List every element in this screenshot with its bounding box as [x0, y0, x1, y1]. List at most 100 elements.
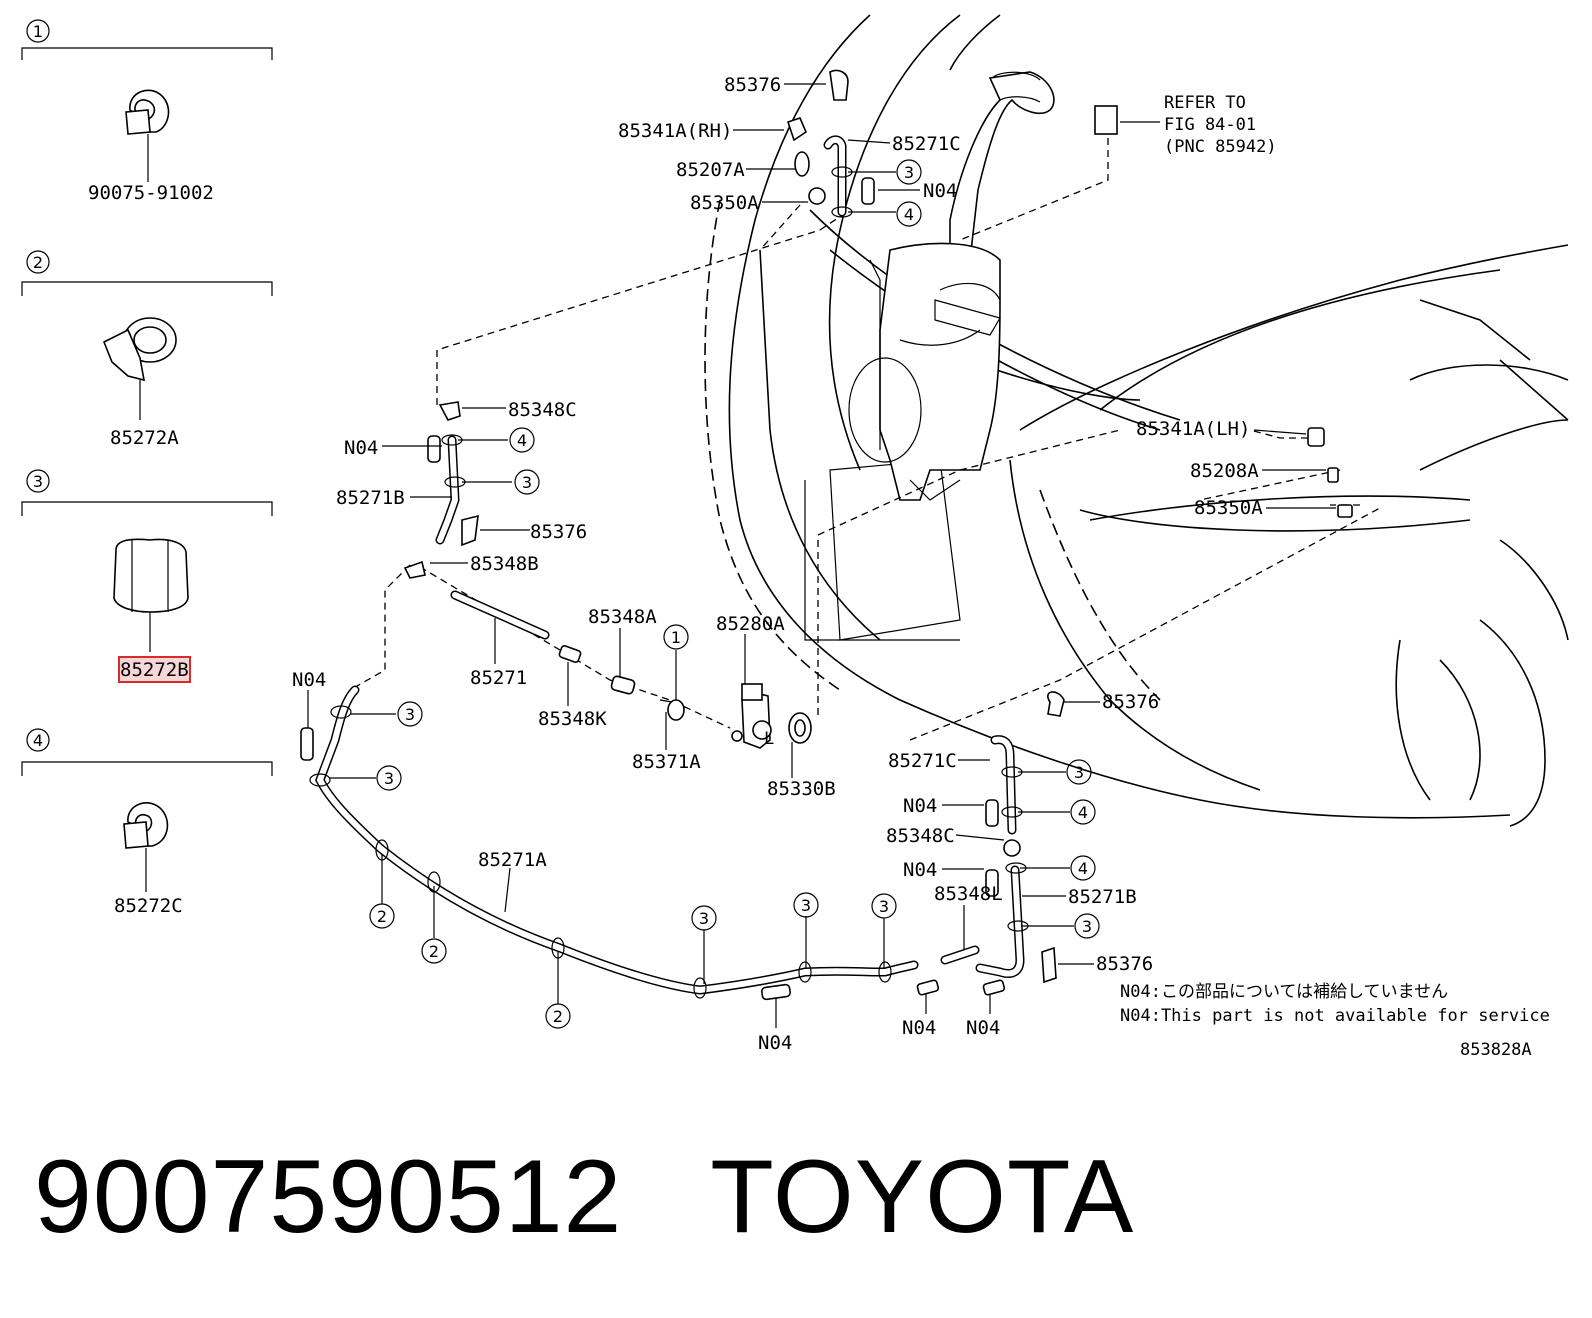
- service-notes: N04:この部品については補給していません N04:This part is n…: [1120, 982, 1550, 1060]
- svg-text:2: 2: [33, 253, 43, 272]
- label-85271C: 85271C: [888, 750, 957, 772]
- callout-3: 3: [896, 159, 922, 185]
- svg-text:4: 4: [33, 731, 43, 750]
- legend-part-90075-91002: 90075-91002: [88, 182, 214, 204]
- svg-text:3: 3: [904, 163, 914, 182]
- svg-text:3: 3: [1074, 763, 1084, 782]
- callouts: 3 4 4 3 1 3 3 2 2 2 3 3 3 3 4 4 3: [369, 159, 1100, 1029]
- callout-1: 1: [663, 624, 689, 650]
- svg-text:4: 4: [904, 205, 914, 224]
- note-japanese: N04:この部品については補給していません: [1120, 982, 1448, 1002]
- label-85271: 85271: [470, 667, 527, 689]
- part-labels: 85376 85341A(RH) 85207A 85350A 85271C N0…: [292, 74, 1277, 1054]
- svg-text:4: 4: [1078, 803, 1088, 822]
- vehicle-outline: [704, 14, 1569, 827]
- svg-text:2: 2: [429, 942, 439, 961]
- label-85271C: 85271C: [892, 133, 961, 155]
- label-85376: 85376: [530, 521, 587, 543]
- callout-3: 3: [871, 893, 897, 919]
- label-85330B: 85330B: [767, 778, 836, 800]
- refer-note-line1: REFER TO: [1164, 93, 1246, 113]
- label-85207A: 85207A: [676, 159, 745, 181]
- label-N04: N04: [292, 669, 326, 691]
- clip-2-icon: [102, 317, 177, 420]
- label-85348K: 85348K: [538, 708, 607, 730]
- hoses: [315, 135, 1025, 995]
- label-N04: N04: [758, 1032, 792, 1054]
- label-85350A: 85350A: [690, 192, 759, 214]
- callout-4: 4: [509, 427, 535, 453]
- label-85376: 85376: [724, 74, 781, 96]
- callout-4: 4: [1070, 799, 1096, 825]
- small-parts: L: [300, 69, 1353, 1001]
- label-N04: N04: [902, 1017, 936, 1039]
- footer-spacer: [622, 1139, 710, 1255]
- svg-text:3: 3: [801, 896, 811, 915]
- svg-text:1: 1: [33, 22, 43, 41]
- part-number: 9007590512: [34, 1139, 623, 1255]
- legend-part-85272A: 85272A: [110, 427, 179, 449]
- svg-text:4: 4: [517, 431, 527, 450]
- label-85348A: 85348A: [588, 606, 657, 628]
- label-85280A: 85280A: [716, 613, 785, 635]
- brand-name: TOYOTA: [710, 1139, 1135, 1255]
- svg-text:3: 3: [879, 897, 889, 916]
- refer-note-line2: FIG 84-01: [1164, 115, 1256, 135]
- label-85348L: 85348L: [934, 883, 1003, 905]
- legend-part-85272B: 85272B: [120, 659, 189, 681]
- diagram-id: 853828A: [1460, 1040, 1532, 1060]
- callout-3: 3: [691, 905, 717, 931]
- label-N04: N04: [344, 437, 378, 459]
- svg-text:3: 3: [1082, 917, 1092, 936]
- callout-2: 2: [369, 903, 395, 929]
- label-85348B: 85348B: [470, 553, 539, 575]
- svg-text:3: 3: [384, 769, 394, 788]
- svg-text:3: 3: [699, 909, 709, 928]
- callout-3: 3: [1074, 913, 1100, 939]
- clip-3-icon: [113, 538, 189, 652]
- svg-text:3: 3: [405, 705, 415, 724]
- label-85348C: 85348C: [508, 399, 577, 421]
- label-N04: N04: [903, 795, 937, 817]
- washer-tank: [848, 71, 1055, 501]
- callout-2: 2: [545, 1003, 571, 1029]
- svg-text:1: 1: [671, 628, 681, 647]
- pump-85280A: L: [731, 683, 774, 749]
- label-85208A: 85208A: [1190, 460, 1259, 482]
- callout-4: 4: [896, 201, 922, 227]
- label-85271B: 85271B: [336, 487, 405, 509]
- footer-title: 9007590512 TOYOTA: [34, 1138, 1134, 1257]
- svg-text:4: 4: [1078, 859, 1088, 878]
- label-85341A-LH: 85341A(LH): [1136, 418, 1250, 440]
- label-85371A: 85371A: [632, 751, 701, 773]
- refer-note-line3: (PNC 85942): [1164, 137, 1277, 157]
- cover-85376-top: [829, 69, 849, 101]
- svg-text:L: L: [764, 729, 774, 749]
- label-85350A: 85350A: [1194, 497, 1263, 519]
- note-english: N04:This part is not available for servi…: [1120, 1006, 1550, 1026]
- clip-4-icon: [123, 802, 169, 892]
- legend-part-85272C: 85272C: [114, 895, 183, 917]
- highlight-box: [118, 656, 191, 683]
- svg-text:2: 2: [377, 907, 387, 926]
- legend-item-4: 4 85272C: [21, 728, 273, 917]
- legend-item-2: 2 85272A: [21, 250, 273, 449]
- svg-text:3: 3: [33, 472, 43, 491]
- callout-2: 2: [421, 938, 447, 964]
- callout-3: 3: [1066, 759, 1092, 785]
- callout-3: 3: [793, 892, 819, 918]
- legend-item-3: 3 85272B: [21, 469, 273, 683]
- svg-text:2: 2: [553, 1007, 563, 1026]
- label-85348C: 85348C: [886, 825, 955, 847]
- svg-text:3: 3: [522, 473, 532, 492]
- callout-3: 3: [376, 765, 402, 791]
- label-85271B: 85271B: [1068, 886, 1137, 908]
- label-N04: N04: [966, 1017, 1000, 1039]
- label-85341A-RH: 85341A(RH): [618, 120, 732, 142]
- callout-3: 3: [514, 469, 540, 495]
- callout-4: 4: [1070, 855, 1096, 881]
- label-85271A: 85271A: [478, 849, 547, 871]
- legend-item-1: 1 90075-91002: [21, 19, 273, 204]
- label-N04: N04: [903, 859, 937, 881]
